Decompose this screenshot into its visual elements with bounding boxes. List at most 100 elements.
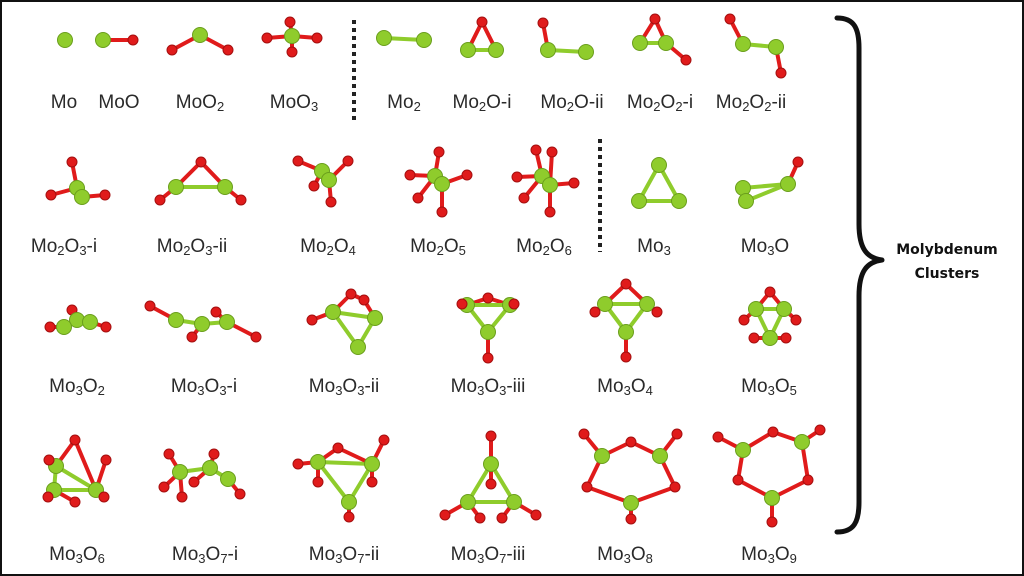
label-subscript: 3	[205, 243, 213, 258]
label-text: -i	[227, 544, 239, 565]
molecule-Mo3O8	[578, 428, 683, 525]
oxygen-atom	[802, 474, 814, 486]
oxygen-atom	[485, 430, 497, 442]
label-subscript: 3	[767, 243, 775, 258]
label-text: Mo	[516, 236, 543, 257]
oxygen-atom	[546, 146, 558, 158]
label-text: -i	[86, 236, 98, 257]
molybdenum-atom	[540, 42, 556, 58]
label-text: -ii	[364, 544, 380, 565]
molecule-Mo3O6	[42, 434, 112, 508]
label-text: O	[333, 236, 349, 257]
cluster-label-Mo3O7-ii: Mo3O7-ii	[309, 544, 379, 570]
oxygen-atom	[530, 509, 542, 521]
oxygen-atom	[620, 351, 632, 363]
molybdenum-atom	[82, 314, 98, 330]
oxygen-atom	[210, 306, 222, 318]
oxygen-atom	[358, 294, 370, 306]
label-text: Mo	[387, 92, 414, 113]
label-subscript: 7	[499, 551, 507, 566]
cluster-label-MoO2: MoO2	[176, 92, 224, 118]
label-subscript: 2	[478, 99, 487, 114]
label-subscript: 7	[220, 551, 228, 566]
label-subscript: 2	[742, 99, 750, 114]
bond	[73, 438, 98, 492]
molybdenum-atom	[56, 319, 72, 335]
oxygen-atom	[775, 67, 787, 79]
oxygen-atom	[366, 476, 378, 488]
label-subscript: 2	[326, 243, 334, 258]
label-text: Mo	[450, 544, 478, 565]
label-subscript: 2	[97, 383, 105, 398]
oxygen-atom	[306, 314, 318, 326]
oxygen-atom	[589, 306, 601, 318]
oxygen-atom	[343, 511, 355, 523]
molybdenum-atom	[623, 495, 639, 511]
oxygen-atom	[312, 476, 324, 488]
label-text: MoO	[175, 92, 217, 113]
oxygen-atom	[568, 177, 580, 189]
oxygen-atom	[222, 44, 234, 56]
molybdenum-atom	[321, 172, 337, 188]
oxygen-atom	[764, 286, 776, 298]
oxygen-atom	[98, 491, 110, 503]
molybdenum-atom	[219, 314, 235, 330]
molecule-MoO	[95, 32, 139, 48]
label-text: -ii	[771, 92, 787, 113]
cluster-label-Mo3O4: Mo3O4	[597, 376, 653, 402]
molecule-MoO3	[261, 16, 323, 58]
cluster-label-Mo2O-i: Mo2O-i	[453, 92, 512, 118]
molybdenum-atom	[764, 490, 780, 506]
molybdenum-atom	[506, 494, 522, 510]
molybdenum-atom	[168, 179, 184, 195]
label-text: O	[484, 376, 500, 397]
molybdenum-atom	[794, 434, 810, 450]
molybdenum-atom	[780, 176, 796, 192]
cluster-label-Mo3O7-i: Mo3O7-i	[172, 544, 238, 570]
cluster-label-Mo3O: Mo3O	[741, 236, 789, 262]
molybdenum-atom	[192, 27, 208, 43]
label-text: -ii	[364, 376, 380, 397]
molybdenum-atom	[488, 42, 504, 58]
molecule-Mo2O-i	[460, 16, 504, 58]
label-subscript: 3	[75, 551, 83, 566]
label-subscript: 5	[789, 383, 797, 398]
oxygen-atom	[748, 332, 760, 344]
oxygen-atom	[433, 146, 445, 158]
label-text: -ii	[212, 236, 228, 257]
molybdenum-atom	[652, 448, 668, 464]
label-text: Mo	[452, 92, 479, 113]
cluster-label-Mo3O6: Mo3O6	[49, 544, 105, 570]
label-text: O	[630, 544, 646, 565]
oxygen-atom	[286, 46, 298, 58]
label-subscript: 2	[542, 243, 550, 258]
molybdenum-atom	[735, 180, 751, 196]
label-text: O	[205, 544, 221, 565]
cluster-label-Mo: Mo	[51, 92, 77, 114]
label-text: O	[630, 376, 646, 397]
molybdenum-atom	[631, 193, 647, 209]
molecule-Mo3O7-i	[158, 448, 246, 503]
label-text: -iii	[506, 544, 526, 565]
molybdenum-atom	[217, 179, 233, 195]
oxygen-atom	[166, 44, 178, 56]
molybdenum-atom	[735, 442, 751, 458]
cluster-label-Mo2O-ii: Mo2O-ii	[540, 92, 603, 118]
oxygen-atom	[496, 512, 508, 524]
molybdenum-atom	[738, 193, 754, 209]
label-text: O-ii	[574, 92, 604, 113]
oxygen-atom	[790, 314, 802, 326]
molecule-Mo3O5	[738, 286, 802, 346]
label-text: Mo	[308, 544, 336, 565]
label-text: O	[484, 544, 500, 565]
label-subscript: 6	[97, 551, 105, 566]
oxygen-atom	[625, 513, 637, 525]
label-subscript: 3	[477, 551, 485, 566]
oxygen-atom	[814, 424, 826, 436]
molecule-Mo3O9	[712, 424, 826, 528]
cluster-label-Mo3: Mo3	[637, 236, 671, 262]
molybdenum-atom	[542, 177, 558, 193]
molybdenum-atom	[95, 32, 111, 48]
cluster-label-MoO: MoO	[98, 92, 139, 114]
oxygen-atom	[456, 298, 468, 310]
